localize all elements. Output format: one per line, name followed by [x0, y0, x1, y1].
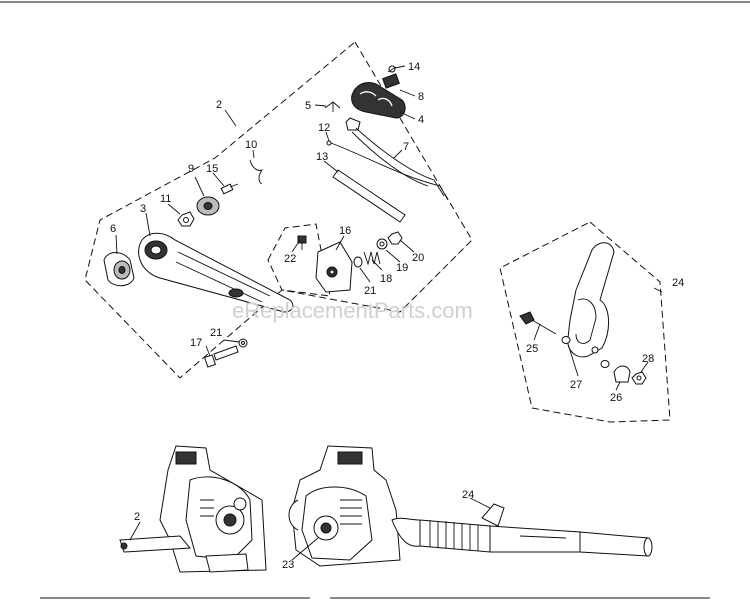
callout-16: 16	[339, 225, 351, 237]
part-8-bracket	[382, 73, 400, 89]
callout-27: 27	[570, 379, 582, 391]
callout-5: 5	[305, 100, 311, 112]
callout-26: 26	[610, 392, 622, 404]
watermark-text: eReplacementParts.com	[232, 298, 473, 323]
part-6-pivot	[103, 252, 135, 287]
callout-10: 10	[245, 139, 257, 151]
part-22-screw	[297, 235, 307, 250]
part-14-screw	[388, 65, 406, 73]
part-19-washer	[376, 238, 388, 250]
callout-17: 17	[190, 337, 202, 349]
callout-24-kit: 24	[672, 277, 684, 289]
part-12-wire	[326, 140, 449, 201]
leader-lines	[115, 66, 663, 561]
blower-side-view	[288, 445, 653, 567]
callout-19: 19	[396, 262, 408, 274]
part-7-throttle-cable	[345, 117, 445, 197]
assembly-2-outline	[84, 41, 473, 379]
part-13-tube	[332, 169, 406, 223]
callout-2-bottom: 2	[134, 511, 140, 523]
part-3-arm	[138, 232, 294, 313]
part-4-cover	[351, 81, 406, 119]
callout-9: 9	[188, 163, 194, 175]
part-27-washer	[561, 336, 610, 368]
callout-6: 6	[110, 223, 116, 235]
callout-8: 8	[418, 91, 424, 103]
callout-28: 28	[642, 353, 654, 365]
part-21-washer-b	[238, 338, 248, 348]
part-15-bolt	[220, 183, 239, 195]
part-20-nut	[387, 231, 403, 245]
callout-21-a: 21	[364, 285, 376, 297]
part-26-nut	[613, 365, 631, 383]
callout-3: 3	[140, 203, 146, 215]
blower-front-view	[119, 445, 267, 573]
part-21-washer-a	[353, 256, 363, 268]
callout-14: 14	[408, 61, 420, 73]
part-24-handle	[567, 242, 615, 358]
callout-25: 25	[526, 343, 538, 355]
part-5-clip	[324, 101, 341, 112]
callout-12: 12	[318, 122, 330, 134]
callout-23: 23	[282, 559, 294, 571]
callout-4: 4	[418, 114, 424, 126]
part-18-spring	[363, 251, 381, 266]
part-16-housing	[315, 241, 353, 293]
part-17-bolt	[204, 345, 239, 368]
callout-18: 18	[380, 273, 392, 285]
callout-24-bottom: 24	[462, 489, 474, 501]
part-28-nut	[631, 371, 647, 385]
callout-2-top: 2	[216, 99, 222, 111]
callout-11: 11	[160, 193, 171, 205]
part-10-spring-clip	[249, 159, 264, 185]
callout-20: 20	[412, 252, 424, 264]
callout-7: 7	[403, 141, 409, 153]
part-11-washer	[177, 211, 195, 227]
callout-21-b: 21	[210, 327, 222, 339]
assembly-24-outline	[499, 221, 671, 423]
part-25-bolt	[519, 311, 557, 335]
callout-15: 15	[206, 163, 218, 175]
callout-13: 13	[316, 151, 328, 163]
part-9-boss	[196, 196, 220, 216]
callout-22: 22	[284, 253, 296, 265]
